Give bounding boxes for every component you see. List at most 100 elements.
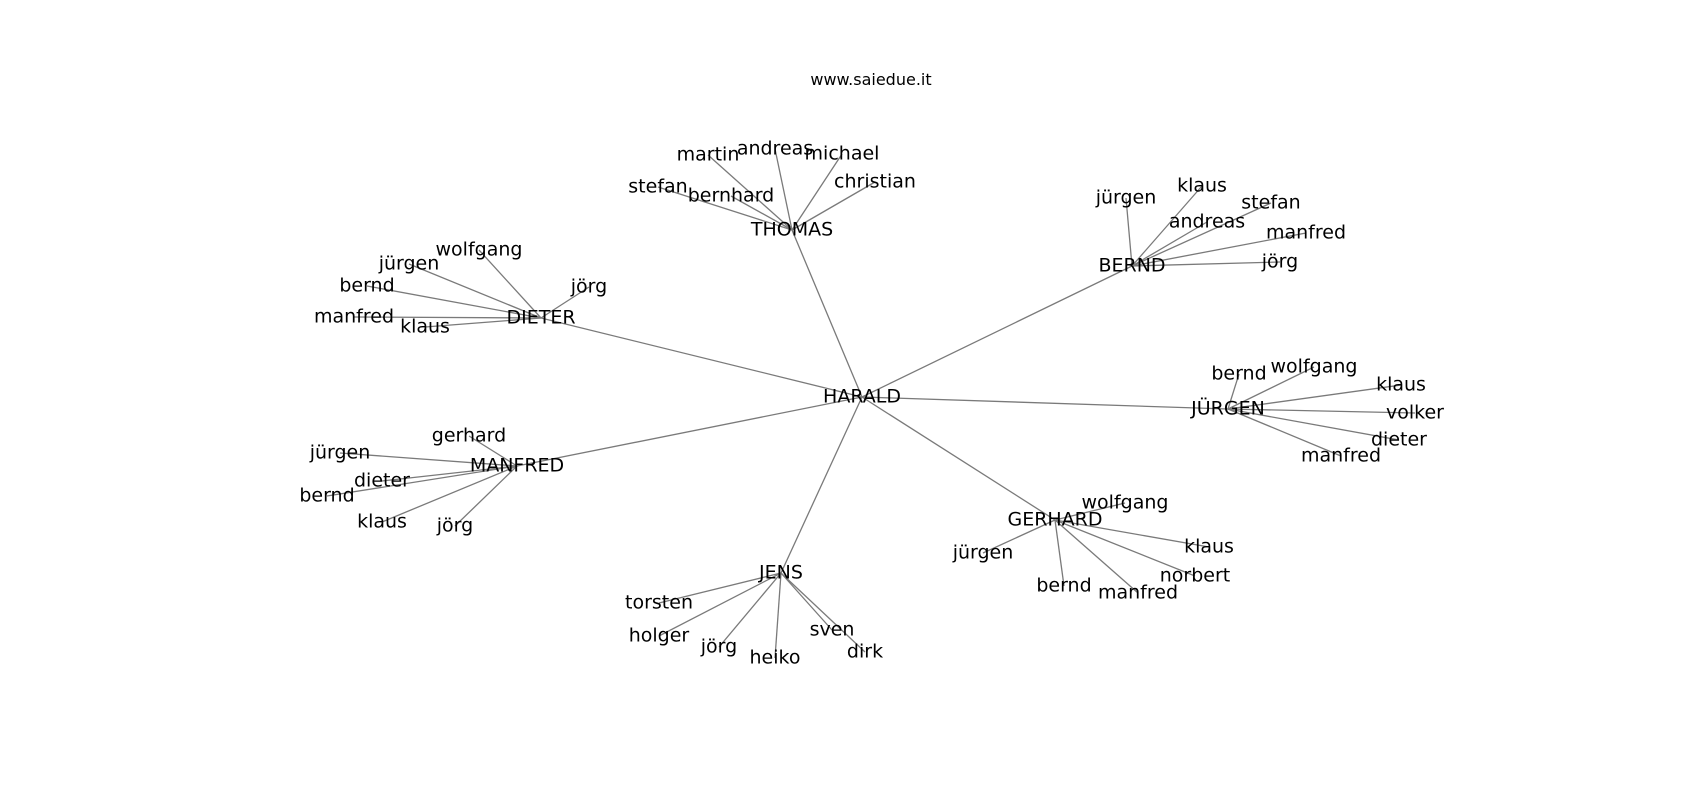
edge-jürgen-to-manfred [1227,408,1342,457]
diagram-title: www.saiedue.it [810,70,932,89]
edge-center-to-thomas [791,229,863,398]
edge-manfred-to-dieter [381,465,518,482]
node-group: JÜRGEN [1190,397,1265,420]
edge-thomas-to-christian [791,181,876,231]
edge-gerhard-to-norbert [1054,519,1196,577]
node-leaf: manfred [1098,582,1178,604]
edge-gerhard-to-wolfgang [1054,502,1126,521]
node-leaf: martin [677,144,740,166]
edge-thomas-to-martin [707,154,793,231]
node-group: BERND [1098,255,1165,277]
node-leaf: bernhard [688,185,775,207]
edge-jürgen-to-dieter [1227,408,1400,441]
label-layer: HARALDTHOMASmartinandreasmichaelchristia… [299,138,1444,669]
node-leaf: stefan [1241,192,1300,214]
edge-dieter-to-bernd [366,285,542,319]
node-leaf: jörg [436,515,473,537]
node-leaf: gerhard [432,425,506,447]
node-leaf: stefan [628,176,687,198]
node-group: JENS [758,562,803,584]
node-leaf: manfred [1301,445,1381,467]
edge-jens-to-sven [780,572,833,631]
edge-manfred-to-jürgen [339,452,518,467]
edge-jürgen-to-volker [1227,408,1416,414]
node-group: THOMAS [750,219,833,241]
node-leaf: jürgen [378,253,440,275]
node-leaf: klaus [400,316,450,338]
edge-jens-to-dirk [780,572,866,653]
node-group: DIETER [506,307,575,329]
node-leaf: klaus [357,511,407,533]
edge-dieter-to-manfred [353,316,542,319]
node-leaf: andreas [737,138,813,160]
edge-center-to-jens [780,396,863,574]
edge-manfred-to-jörg [454,465,518,527]
edge-jens-to-torsten [658,572,782,604]
edge-manfred-to-klaus [381,465,518,523]
edge-jens-to-jörg [718,572,782,648]
node-group: GERHARD [1007,509,1102,531]
edge-manfred-to-bernd [326,465,518,497]
edge-jürgen-to-wolfgang [1227,366,1315,410]
node-leaf: volker [1386,402,1444,424]
edge-thomas-to-michael [791,153,843,231]
edge-dieter-to-wolfgang [478,249,542,319]
node-leaf: holger [629,625,690,647]
edge-center-to-jürgen [861,396,1229,410]
edge-jens-to-holger [658,572,782,637]
node-leaf: wolfgang [1082,492,1169,514]
node-group: MANFRED [470,455,564,477]
node-leaf: andreas [1169,211,1245,233]
edge-gerhard-to-manfred [1054,519,1139,594]
edge-thomas-to-bernhard [730,195,793,231]
node-leaf: heiko [750,647,801,669]
node-leaf: bernd [339,275,394,297]
node-leaf: jörg [700,636,737,658]
edge-thomas-to-andreas [774,148,793,231]
node-leaf: klaus [1184,536,1234,558]
node-leaf: jörg [570,276,607,298]
edge-gerhard-to-bernd [1054,519,1065,587]
edge-center-to-manfred [516,396,863,467]
edge-bernd-to-jörg [1131,261,1281,267]
node-leaf: wolfgang [1271,356,1358,378]
edge-dieter-to-klaus [424,317,542,328]
edge-layer [326,148,1416,659]
node-leaf: jürgen [309,442,371,464]
node-leaf: klaus [1376,374,1426,396]
node-leaf: bernd [1211,363,1266,385]
node-leaf: klaus [1177,175,1227,197]
edge-gerhard-to-klaus [1054,519,1210,548]
node-leaf: sven [810,619,855,641]
node-leaf: jürgen [952,542,1014,564]
node-leaf: dieter [1371,429,1427,451]
edge-bernd-to-klaus [1131,185,1203,267]
edge-gerhard-to-jürgen [982,519,1056,554]
edge-thomas-to-stefan [657,186,793,231]
node-leaf: bernd [1036,575,1091,597]
node-leaf: christian [834,171,916,193]
node-leaf: dirk [847,641,883,663]
edge-jürgen-to-klaus [1227,384,1402,410]
edge-center-to-gerhard [861,396,1056,521]
node-leaf: manfred [1266,222,1346,244]
node-leaf: jürgen [1095,187,1157,209]
edge-bernd-to-manfred [1131,232,1307,267]
node-leaf: michael [805,143,880,165]
node-leaf: jörg [1261,251,1298,273]
edge-bernd-to-stefan [1131,202,1272,267]
node-leaf: manfred [314,306,394,328]
edge-jens-to-heiko [774,572,782,659]
node-leaf: bernd [299,485,354,507]
edge-manfred-to-gerhard [468,435,518,467]
edge-dieter-to-jörg [540,286,590,319]
edge-bernd-to-jürgen [1125,197,1133,267]
node-center: HARALD [823,386,901,408]
node-leaf: wolfgang [436,239,523,261]
edge-bernd-to-andreas [1131,221,1208,267]
edge-dieter-to-jürgen [408,263,542,319]
node-leaf: torsten [625,592,693,614]
edge-center-to-bernd [861,265,1133,398]
